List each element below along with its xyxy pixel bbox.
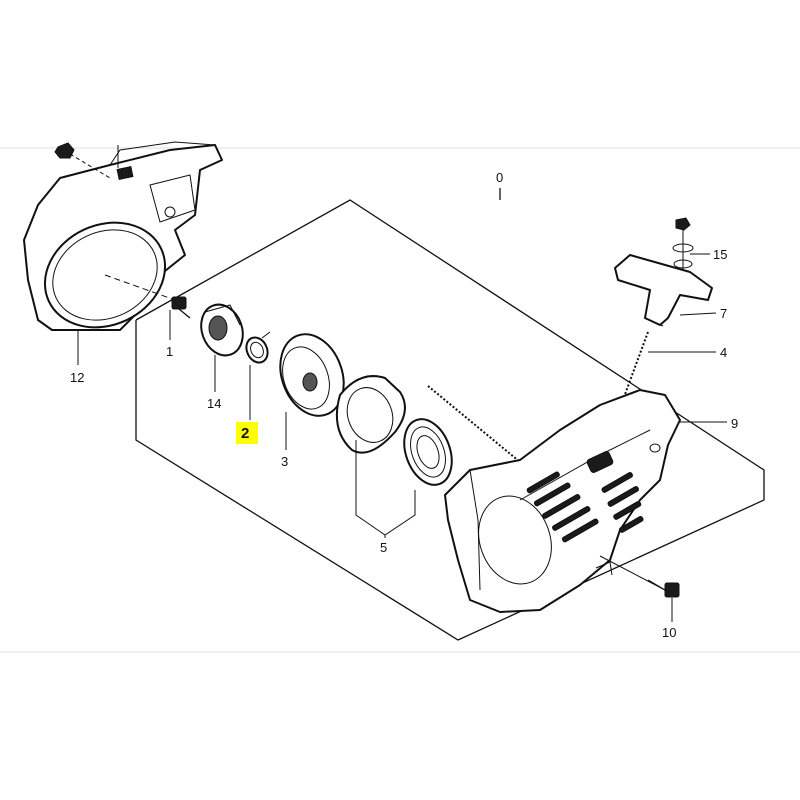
label-5: 5: [380, 540, 387, 555]
label-0: 0: [496, 170, 503, 185]
label-2: 2: [241, 425, 249, 442]
pulley-part: [279, 333, 345, 417]
label-10: 10: [662, 625, 676, 640]
screw-part: [171, 296, 191, 319]
starter-housing-part: [444, 389, 681, 613]
label-9: 9: [731, 416, 738, 431]
label-7: 7: [720, 306, 727, 321]
label-1: 1: [166, 344, 173, 359]
label-15: 15: [713, 247, 727, 262]
highlight-box: [236, 422, 258, 444]
spring-housing-part: [336, 375, 406, 454]
starter-handle-part: [614, 254, 713, 327]
assembly-outline: [135, 188, 765, 641]
grip-washer-part: [672, 217, 694, 270]
label-12: 12: [70, 370, 84, 385]
label-14: 14: [207, 396, 221, 411]
spring-clip-part: [245, 331, 271, 364]
leader-lines: [77, 253, 727, 622]
fan-cover-part: [23, 141, 223, 331]
pawl-plate-part: [200, 303, 244, 357]
label-3: 3: [281, 454, 288, 469]
cover-bolt-part: [54, 142, 111, 179]
recoil-spring-part: [403, 418, 453, 486]
label-4: 4: [720, 345, 727, 360]
housing-bolt-part: [599, 555, 680, 598]
